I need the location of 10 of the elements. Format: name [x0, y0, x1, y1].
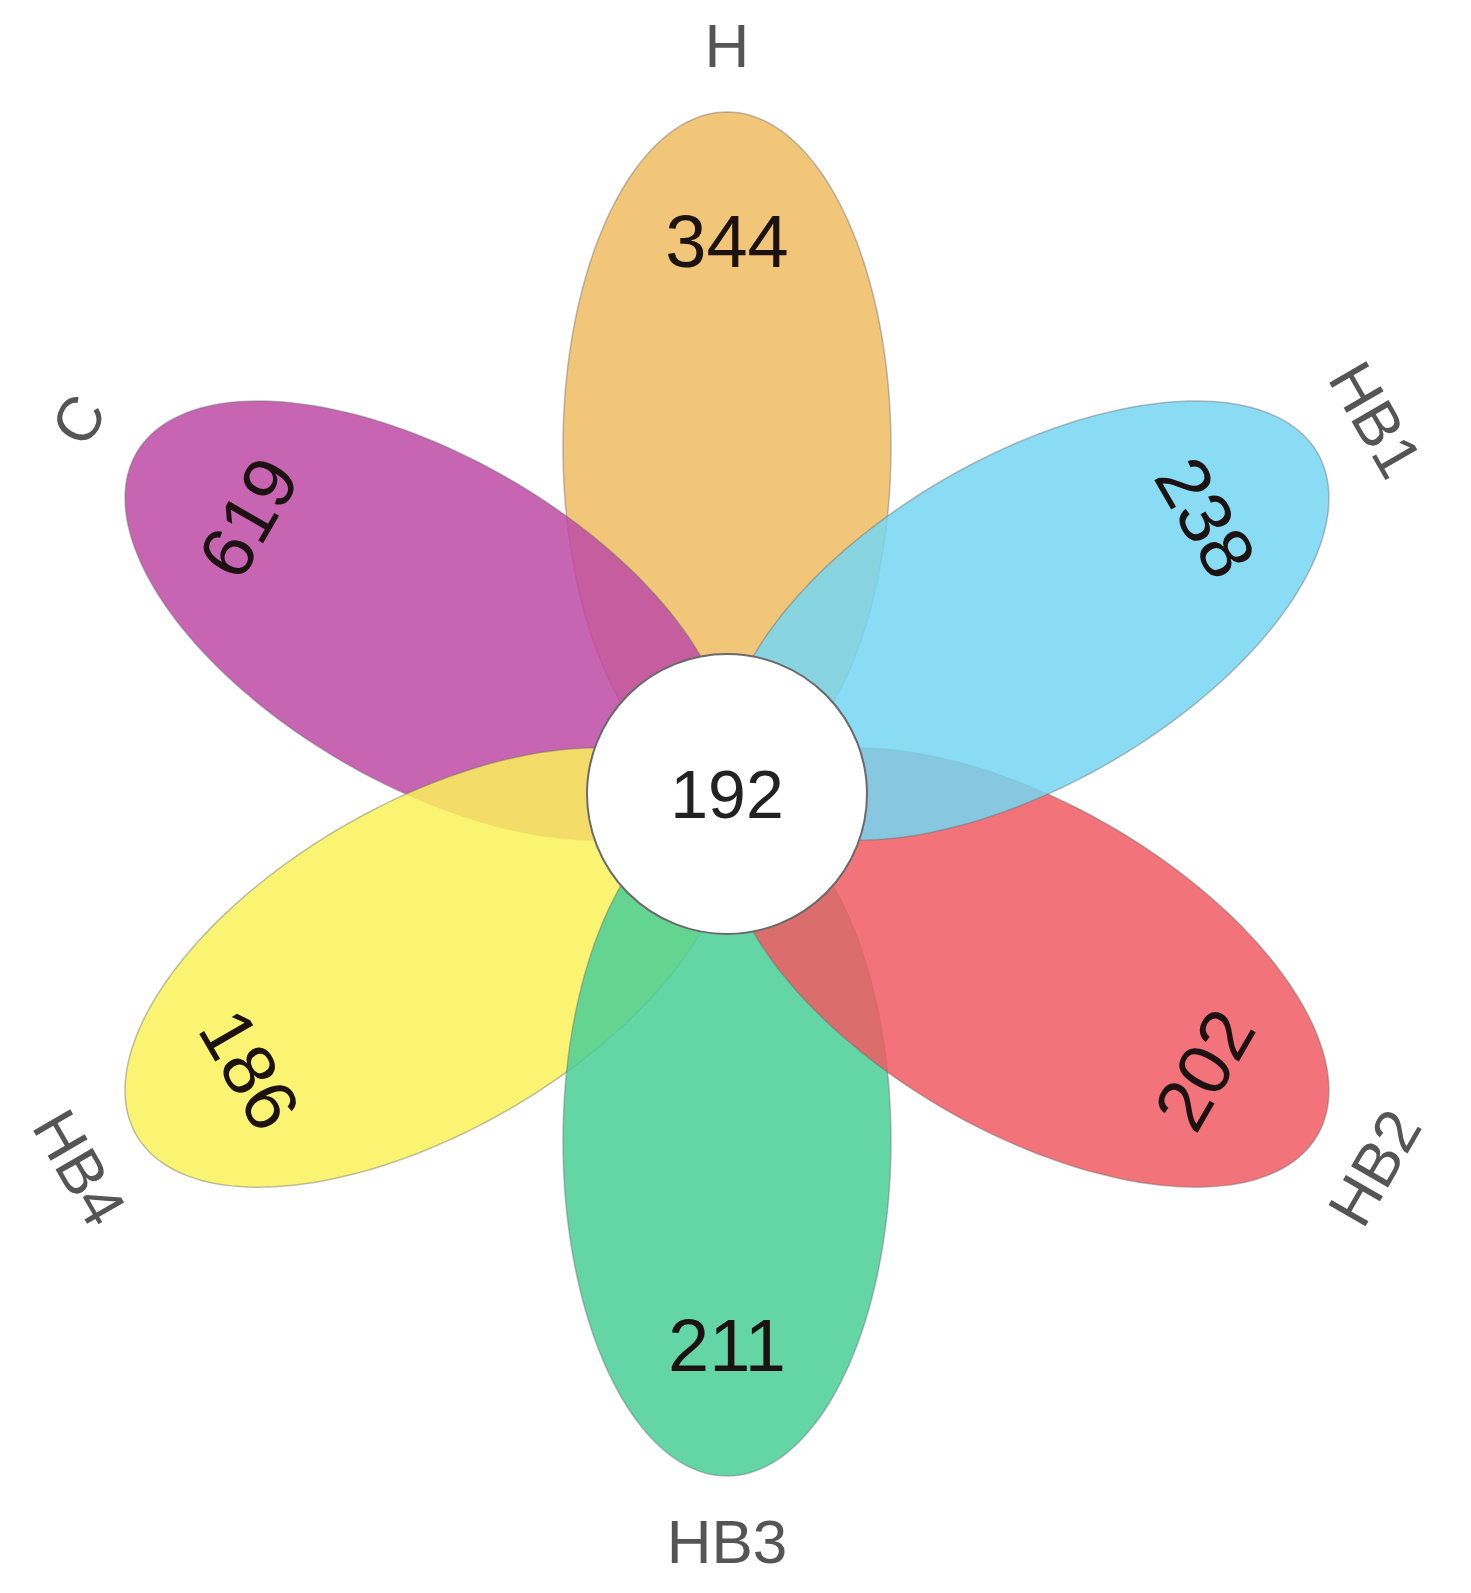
set-label: C — [41, 385, 118, 455]
count-value: 192 — [670, 760, 784, 828]
set-label: H — [704, 15, 750, 77]
count-value: 211 — [668, 1309, 786, 1383]
set-label: HB3 — [666, 1511, 788, 1573]
count-value: 202 — [1142, 998, 1268, 1142]
count-value: 186 — [186, 998, 312, 1142]
count-value: 344 — [665, 205, 789, 279]
count-value: 619 — [186, 446, 312, 590]
count-value: 238 — [1142, 446, 1268, 590]
